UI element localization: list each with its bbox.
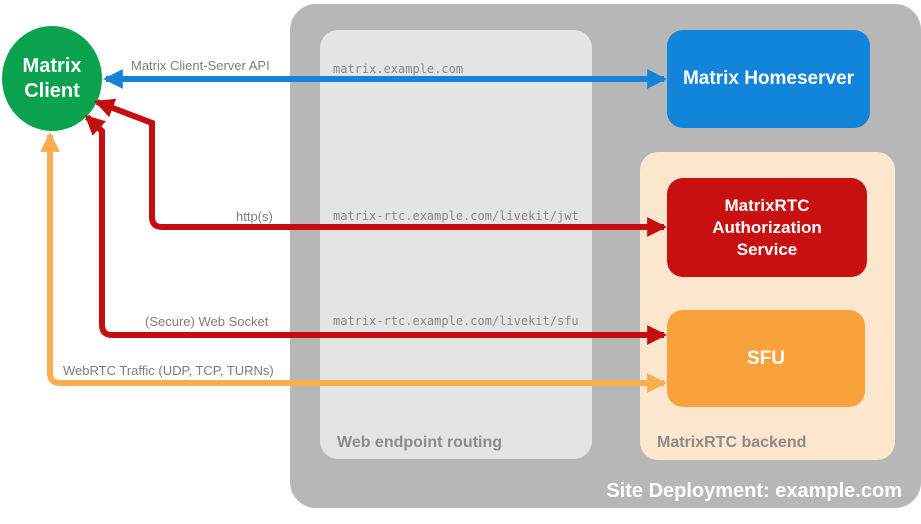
secure-web-socket-label: (Secure) Web Socket (145, 314, 269, 329)
homeserver-endpoint-url: matrix.example.com (333, 62, 464, 76)
sfu-node: SFU (667, 310, 865, 407)
web-endpoint-routing-label: Web endpoint routing (337, 434, 503, 451)
client-server-api-label: Matrix Client-Server API (131, 58, 270, 73)
matrixrtc-backend-label: MatrixRTC backend (657, 434, 807, 451)
matrixrtc-authorization-service-label: MatrixRTC Authorization Service (712, 195, 822, 259)
web-endpoint-routing-container (320, 30, 592, 459)
sfu-endpoint-url: matrix-rtc.example.com/livekit/sfu (333, 314, 579, 328)
matrix-homeserver-node: Matrix Homeserver (667, 30, 870, 128)
webrtc-traffic-label: WebRTC Traffic (UDP, TCP, TURNs) (63, 363, 274, 378)
https-label: http(s) (236, 209, 273, 224)
matrixrtc-authorization-service-node: MatrixRTC Authorization Service (667, 178, 867, 277)
jwt-endpoint-url: matrix-rtc.example.com/livekit/jwt (333, 209, 579, 223)
matrix-homeserver-label: Matrix Homeserver (682, 68, 855, 89)
matrix-client-node: Matrix Client (2, 26, 102, 131)
sfu-label: SFU (747, 347, 785, 369)
site-deployment-label: Site Deployment: example.com (606, 480, 902, 502)
matrix-client-label: Matrix Client (22, 54, 82, 102)
